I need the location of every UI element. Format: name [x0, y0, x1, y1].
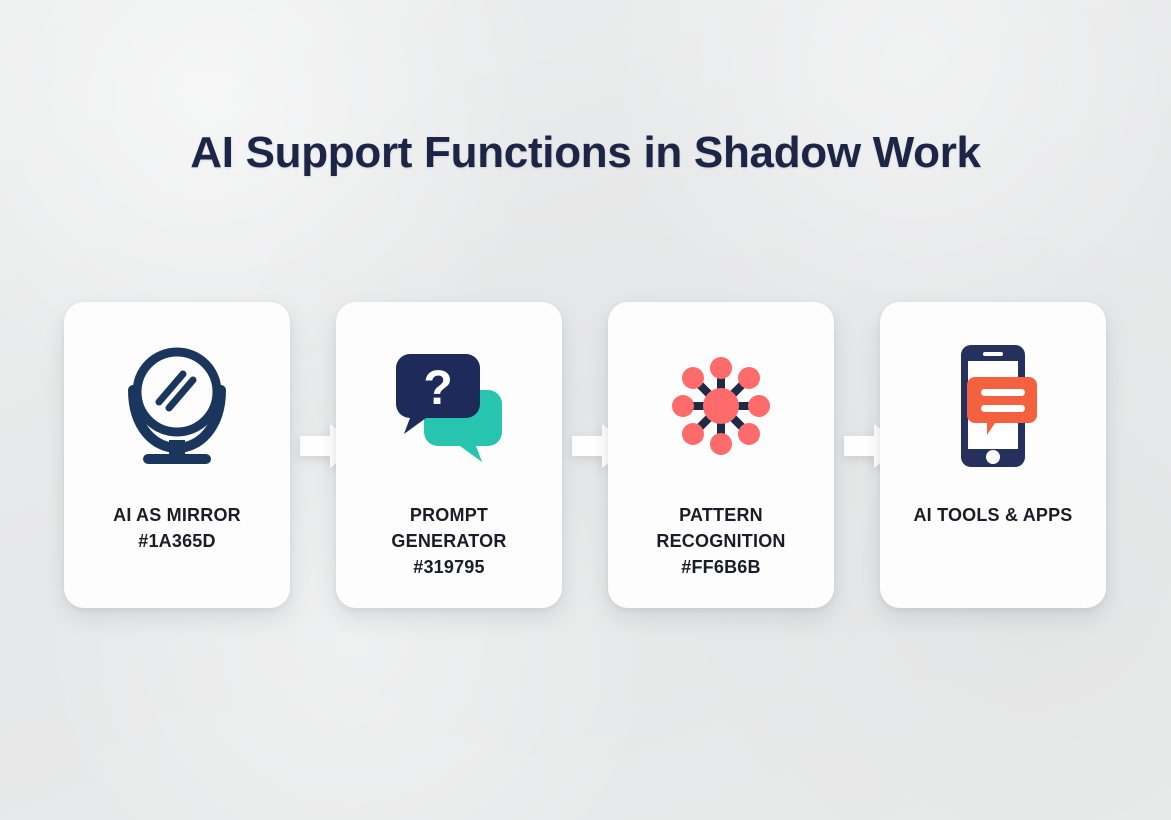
card-color-code: #319795	[413, 557, 485, 577]
card-label-line-2: RECOGNITION	[656, 531, 786, 551]
card-label: AI AS MIRROR	[113, 505, 241, 525]
card-label: AI TOOLS & APPS	[913, 505, 1073, 525]
page-title: AI Support Functions in Shadow Work	[190, 128, 981, 177]
card-ai-as-mirror[interactable]: AI AS MIRROR #1A365D	[64, 302, 290, 608]
card-label-line-1: PROMPT	[409, 505, 489, 525]
process-flow: AI AS MIRROR #1A365D ? PROMPT GENERATOR …	[64, 302, 1107, 608]
card-color-code: #FF6B6B	[681, 557, 761, 577]
smartphone-chat-icon	[880, 302, 1106, 502]
mirror-icon	[64, 302, 290, 502]
svg-text:?: ?	[423, 362, 452, 415]
card-pattern-recognition[interactable]: PATTERN RECOGNITION #FF6B6B	[608, 302, 834, 608]
card-prompt-generator[interactable]: ? PROMPT GENERATOR #319795	[336, 302, 562, 608]
card-color-code: #1A365D	[138, 531, 216, 551]
card-ai-tools-and-apps[interactable]: AI TOOLS & APPS	[880, 302, 1106, 608]
card-label-line-1: PATTERN	[679, 505, 763, 525]
network-nodes-icon	[608, 302, 834, 502]
speech-bubbles-question-icon: ?	[336, 302, 562, 502]
card-label-line-2: GENERATOR	[391, 531, 507, 551]
